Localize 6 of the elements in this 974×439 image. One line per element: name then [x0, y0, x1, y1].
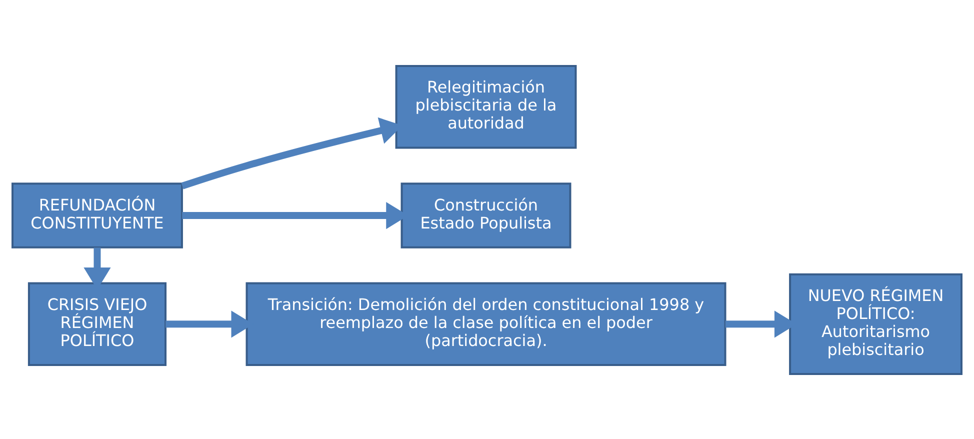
- node-box: Construcción Estado Populista: [400, 182, 572, 248]
- node-box: Relegitimación plebiscitaria de la autoridad: [395, 64, 577, 148]
- node-box: REFUNDACIÓN CONSTITUYENTE: [12, 182, 183, 248]
- node-box: Transición: Demolición del orden constitucional 1998 y reemplazo de la clase política en el poder (partidocracia).: [246, 282, 726, 366]
- node-box: CRISIS VIEJO RÉGIMEN POLÍTICO: [28, 282, 167, 366]
- node-box: NUEVO RÉGIMEN POLÍTICO: Autoritarismo plebiscitario: [789, 272, 962, 375]
